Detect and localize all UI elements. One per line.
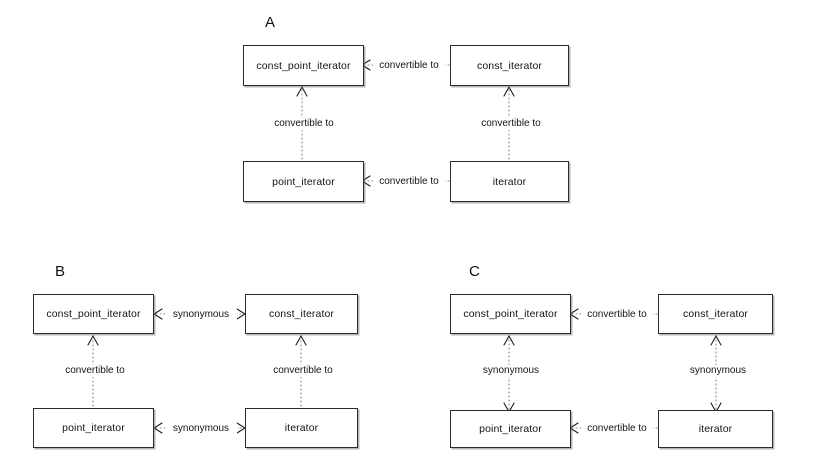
panel-a-node-iterator[interactable]: iterator	[450, 161, 569, 202]
panel-c-label: C	[469, 263, 481, 280]
arrowhead-a-right-up	[503, 85, 515, 97]
arrowhead-c-top-left	[568, 308, 579, 320]
panel-b-node-iterator[interactable]: iterator	[245, 408, 358, 448]
arrowhead-b-right-up	[295, 334, 307, 346]
node-label: point_iterator	[62, 422, 125, 434]
node-label: const_point_iterator	[256, 59, 351, 72]
panel-c-edge-label-right-vertical: synonymous	[680, 365, 756, 377]
arrowhead-b-bottom-right	[236, 422, 247, 434]
node-label: iterator	[698, 423, 733, 435]
panel-b-edge-label-top-horizontal: synonymous	[165, 309, 237, 321]
panel-b-node-const-point-iterator[interactable]: const_point_iterator	[33, 294, 154, 334]
panel-b-label: B	[55, 263, 66, 280]
arrowhead-b-left-up	[87, 334, 99, 346]
node-label: const_iterator	[682, 308, 748, 320]
panel-b-edge-label-right-vertical: convertible to	[265, 365, 341, 377]
panel-a-node-point-iterator[interactable]: point_iterator	[243, 161, 364, 202]
node-label: const_iterator	[476, 59, 542, 72]
panel-b-edge-label-bottom-horizontal: synonymous	[165, 423, 237, 435]
arrowhead-a-left-up	[296, 85, 308, 97]
panel-b-edge-label-left-vertical: convertible to	[57, 365, 133, 377]
panel-c-edge-label-top-horizontal: convertible to	[581, 309, 653, 321]
node-label: const_point_iterator	[463, 308, 558, 320]
panel-c-node-const-iterator[interactable]: const_iterator	[658, 294, 773, 334]
panel-c-node-point-iterator[interactable]: point_iterator	[450, 410, 571, 448]
arrowhead-b-bottom-left	[152, 422, 163, 434]
arrowhead-c-right-up	[710, 334, 722, 346]
node-label: point_iterator	[272, 175, 335, 188]
panel-a-edge-label-bottom-horizontal: convertible to	[373, 176, 445, 188]
node-label: iterator	[492, 175, 527, 188]
panel-a-label: A	[265, 14, 276, 31]
arrowhead-c-left-up	[503, 334, 515, 346]
panel-c-edge-label-bottom-horizontal: convertible to	[581, 423, 653, 435]
panel-c-node-const-point-iterator[interactable]: const_point_iterator	[450, 294, 571, 334]
panel-a-node-const-point-iterator[interactable]: const_point_iterator	[243, 45, 364, 86]
arrowhead-c-bottom-left	[568, 422, 579, 434]
node-label: const_iterator	[268, 308, 334, 320]
arrowhead-b-top-right	[236, 308, 247, 320]
node-label: iterator	[284, 422, 319, 434]
panel-a-edge-label-top-horizontal: convertible to	[373, 60, 445, 72]
panel-a-edge-label-left-vertical: convertible to	[266, 118, 342, 130]
node-label: const_point_iterator	[46, 308, 141, 320]
panel-b-node-point-iterator[interactable]: point_iterator	[33, 408, 154, 448]
panel-a-node-const-iterator[interactable]: const_iterator	[450, 45, 569, 86]
arrowhead-b-top-left	[152, 308, 163, 320]
panel-c-edge-label-left-vertical: synonymous	[473, 365, 549, 377]
panel-c-node-iterator[interactable]: iterator	[658, 410, 773, 448]
panel-b-node-const-iterator[interactable]: const_iterator	[245, 294, 358, 334]
node-label: point_iterator	[479, 423, 542, 435]
panel-a-edge-label-right-vertical: convertible to	[473, 118, 549, 130]
